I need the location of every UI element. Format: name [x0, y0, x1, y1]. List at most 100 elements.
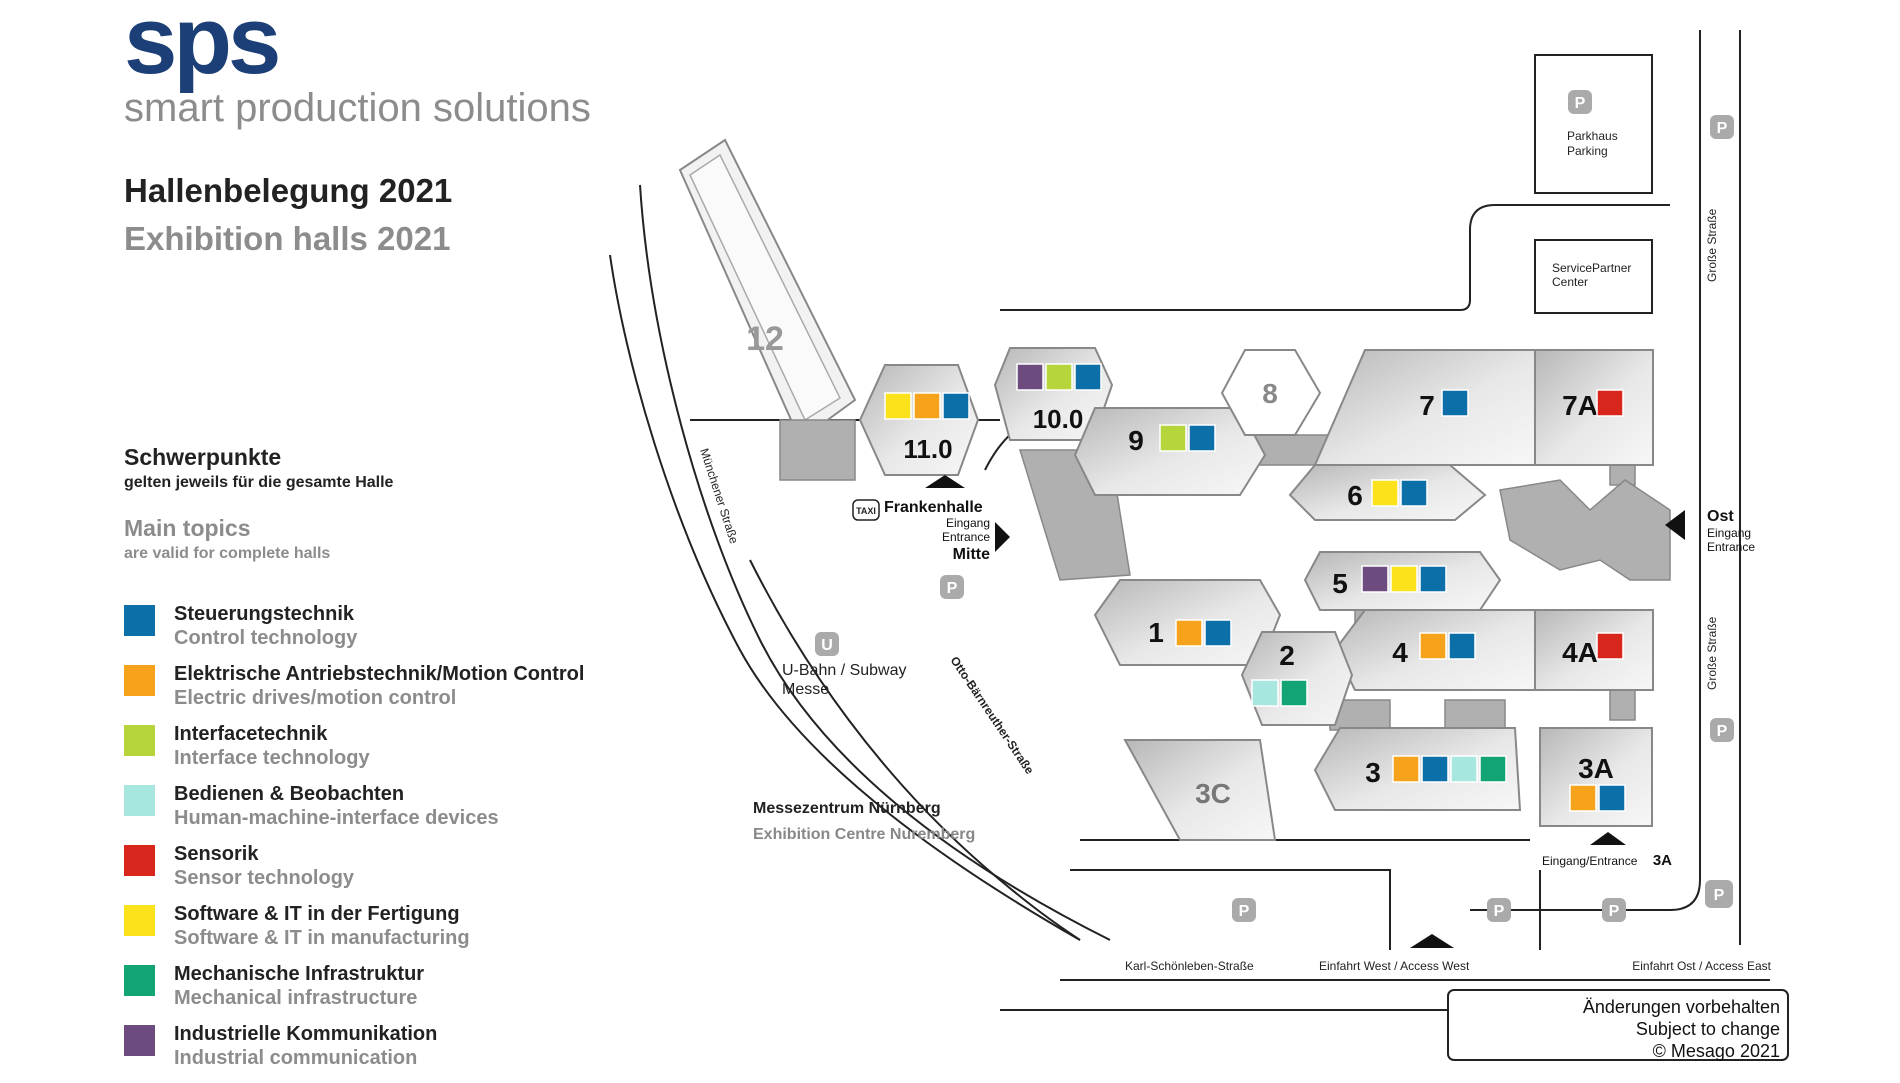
sps-logo: sps — [124, 0, 281, 94]
hall-8[interactable]: 8 — [1220, 349, 1322, 436]
entrance-3a-number: 3A — [1653, 852, 1672, 869]
legend-item-mechanical: Mechanische Infrastruktur Mechanical inf… — [124, 963, 644, 1023]
legend-label-de: Software & IT in der Fertigung — [174, 903, 460, 925]
hall-label-11: 11.0 — [903, 434, 952, 464]
legend-swatch-interface — [124, 725, 155, 756]
entrance-mitte-arrow-icon — [995, 522, 1010, 552]
tagline: smart production solutions — [124, 86, 591, 130]
access-east-label: Einfahrt Ost / Access East — [1632, 959, 1771, 973]
messe-label-en: Exhibition Centre Nuremberg — [753, 826, 975, 843]
hall-4a[interactable]: 4A — [1534, 609, 1654, 691]
topic-marker-control — [1421, 755, 1449, 783]
topic-marker-drives — [1175, 619, 1203, 647]
hall-12: 12 — [678, 138, 857, 442]
svg-text:TAXI: TAXI — [856, 506, 876, 516]
hall-3c[interactable]: 3C — [1123, 739, 1277, 841]
hall-2[interactable]: 2 — [1240, 631, 1354, 726]
taxi-icon: TAXI — [852, 499, 880, 521]
notice-line-1: Änderungen vorbehalten — [1583, 997, 1780, 1017]
frankenhalle-label: Frankenhalle — [884, 499, 983, 516]
legend-swatch-software — [124, 905, 155, 936]
legend-label-en: Control technology — [174, 627, 358, 649]
service-label-2: Center — [1552, 275, 1588, 289]
topic-marker-mechanical — [1479, 755, 1507, 783]
street-muenchener: Münchener Straße — [697, 447, 741, 546]
legend-label-en: Mechanical infrastructure — [174, 987, 418, 1009]
notice-box: Änderungen vorbehalten Subject to change… — [1447, 989, 1789, 1061]
topic-marker-control — [1419, 565, 1447, 593]
service-partner-center: ServicePartner Center — [1534, 239, 1653, 314]
messe-label-de: Messezentrum Nürnberg — [753, 800, 941, 817]
ost-eingang-label: Eingang — [1707, 526, 1751, 540]
street-grosse-top: Große Straße — [1705, 208, 1719, 282]
entrance-3a-arrow-icon — [1590, 832, 1626, 845]
hall-label-8: 8 — [1262, 378, 1278, 409]
topic-marker-interface — [1159, 424, 1187, 452]
legend-label-de: Interfacetechnik — [174, 723, 328, 745]
legend-item-communication: Industrielle Kommunikation Industrial co… — [124, 1023, 644, 1083]
topic-marker-hmi — [1450, 755, 1478, 783]
street-karl: Karl-Schönleben-Straße — [1125, 959, 1254, 973]
access-west-label: Einfahrt West / Access West — [1319, 959, 1470, 973]
legend-item-software: Software & IT in der Fertigung Software … — [124, 903, 644, 963]
topics-subheading-en: are valid for complete halls — [124, 545, 331, 562]
notice-line-2: Subject to change — [1636, 1019, 1780, 1039]
service-label-1: ServicePartner — [1552, 261, 1631, 275]
topic-marker-communication — [1016, 363, 1044, 391]
hall-label-5: 5 — [1332, 568, 1348, 599]
legend-label-de: Elektrische Antriebstechnik/Motion Contr… — [174, 663, 585, 685]
legend-item-interface: Interfacetechnik Interface technology — [124, 723, 644, 783]
topic-marker-drives — [1392, 755, 1420, 783]
topic-marker-control — [1448, 632, 1476, 660]
parking-icon: P — [1705, 880, 1733, 908]
parking-icons: P P P P P P P P — [940, 90, 1734, 922]
mitte-label: Mitte — [953, 546, 990, 563]
street-otto: Otto-Bärnreuther-Straße — [948, 654, 1037, 777]
hall-label-1: 1 — [1148, 617, 1164, 648]
parking-icon: P — [1710, 718, 1734, 742]
hall-7[interactable]: 7 — [1313, 349, 1536, 466]
topic-marker-software — [1390, 565, 1418, 593]
svg-text:U: U — [821, 637, 833, 654]
hall-7a[interactable]: 7A — [1534, 349, 1654, 466]
legend-label-en: Sensor technology — [174, 867, 355, 889]
legend-item-control: Steuerungstechnik Control technology — [124, 603, 644, 663]
legend-label-en: Human-machine-interface devices — [174, 807, 499, 829]
legend-label-en: Software & IT in manufacturing — [174, 927, 470, 949]
topic-marker-control — [1441, 389, 1469, 417]
parking-icon: P — [1232, 898, 1256, 922]
svg-text:P: P — [1717, 723, 1728, 740]
topics-heading-de: Schwerpunkte — [124, 444, 282, 470]
parking-icon: P — [1710, 115, 1734, 139]
topic-marker-control — [1400, 479, 1428, 507]
legend-label-en: Industrial communication — [174, 1047, 418, 1069]
hall-label-9: 9 — [1128, 425, 1144, 456]
notice-line-3: © Mesago 2021 — [1653, 1041, 1780, 1061]
hall-label-3: 3 — [1365, 757, 1381, 788]
legend-label-de: Sensorik — [174, 843, 259, 865]
legend-label-de: Steuerungstechnik — [174, 603, 355, 625]
legend-swatch-sensor — [124, 845, 155, 876]
legend-label-en: Interface technology — [174, 747, 370, 769]
hall-11[interactable]: 11.0 — [858, 364, 980, 476]
svg-text:P: P — [1494, 903, 1505, 920]
topic-marker-mechanical — [1280, 679, 1308, 707]
svg-text:P: P — [947, 580, 958, 597]
hall-label-12: 12 — [746, 320, 784, 358]
topic-marker-control — [1188, 424, 1216, 452]
legend-item-sensor: Sensorik Sensor technology — [124, 843, 644, 903]
hall-label-4a: 4A — [1562, 637, 1598, 668]
svg-text:P: P — [1714, 887, 1725, 904]
hall-topic-markers — [884, 363, 1626, 812]
topic-marker-drives — [1569, 784, 1597, 812]
legend-item-hmi: Bedienen & Beobachten Human-machine-inte… — [124, 783, 644, 843]
topic-marker-hmi — [1251, 679, 1279, 707]
legend-swatch-mechanical — [124, 965, 155, 996]
topic-marker-software — [1371, 479, 1399, 507]
hall-label-3c: 3C — [1195, 778, 1231, 809]
topic-marker-control — [942, 392, 970, 420]
legend-swatch-hmi — [124, 785, 155, 816]
hall-label-2: 2 — [1279, 640, 1295, 671]
topic-marker-interface — [1045, 363, 1073, 391]
